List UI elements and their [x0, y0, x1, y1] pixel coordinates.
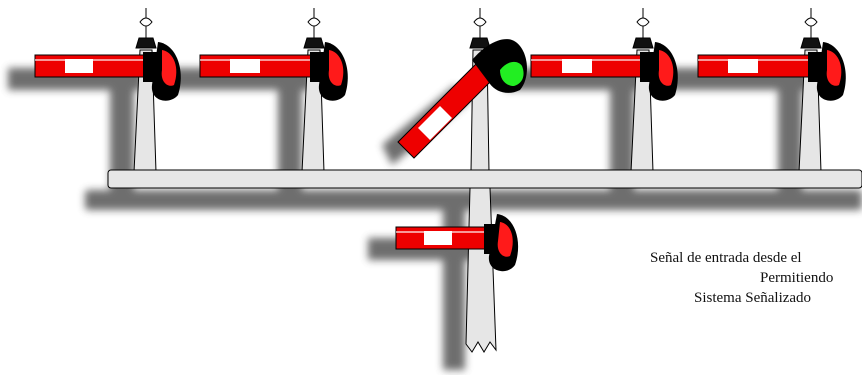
finial-2 — [303, 8, 325, 49]
caption-line-2: Permitiendo — [760, 270, 834, 286]
signal-lower — [395, 214, 519, 272]
finial-3 — [469, 8, 491, 49]
finial-5 — [800, 8, 822, 49]
gantry-beam — [107, 169, 862, 189]
caption: Señal de entrada desde el Permitiendo Si… — [600, 248, 862, 308]
caption-line-3: Sistema Señalizado — [694, 290, 812, 306]
lamp-red-lower — [497, 222, 513, 257]
signal-3 — [397, 39, 527, 159]
lamp-red-1 — [161, 50, 177, 86]
lower-post — [465, 187, 497, 353]
finials — [135, 8, 822, 49]
signal-5 — [697, 42, 846, 101]
signal-1 — [34, 42, 181, 101]
finial-4 — [632, 8, 654, 49]
lamp-red-5 — [826, 50, 842, 86]
lamp-red-4 — [658, 50, 674, 86]
caption-line-1: Señal de entrada desde el — [650, 250, 802, 266]
lamp-red-2 — [328, 50, 344, 86]
signal-2 — [199, 42, 348, 101]
lamp-green-3 — [500, 61, 524, 86]
signal-4 — [530, 42, 678, 101]
finial-1 — [135, 8, 157, 49]
